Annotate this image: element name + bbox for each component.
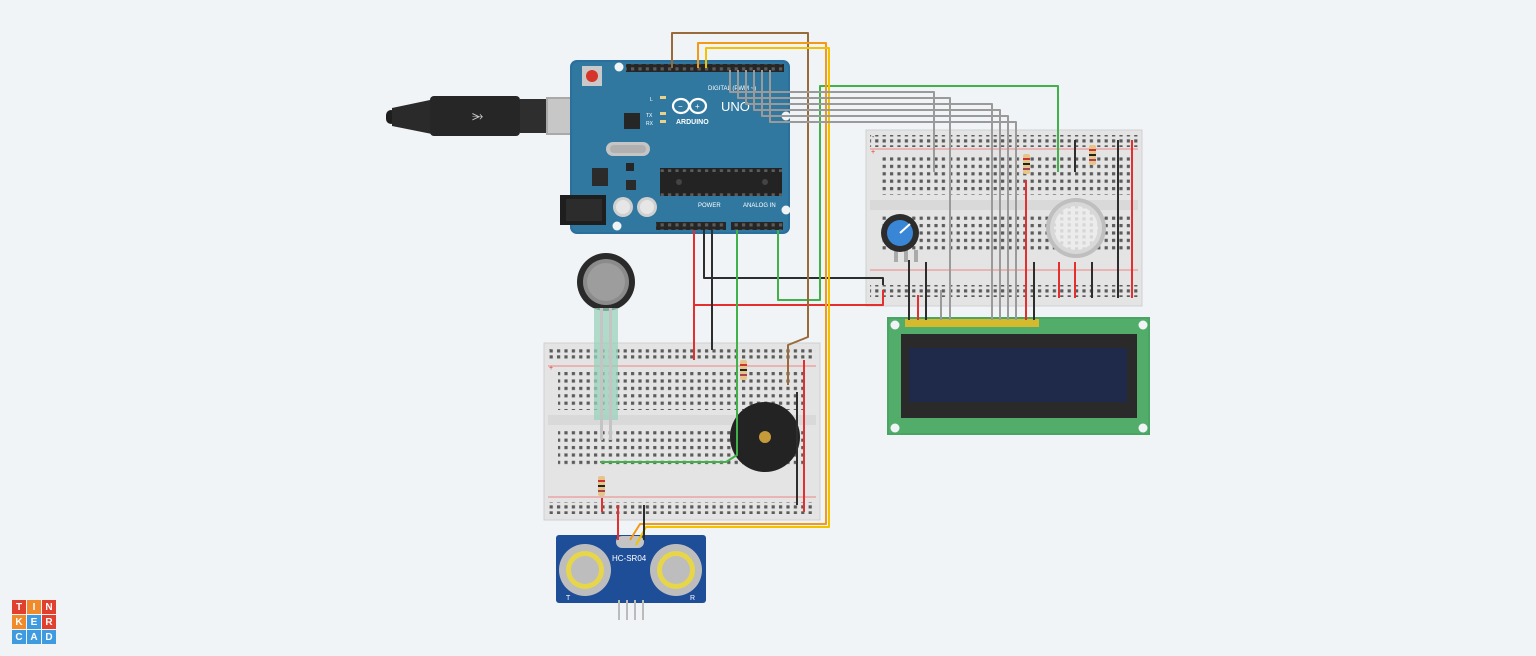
usb-cable[interactable]: ⭃: [386, 96, 602, 136]
svg-text:+: +: [695, 102, 700, 111]
logo-letter: I: [27, 600, 41, 614]
potentiometer[interactable]: [881, 214, 919, 262]
logo-letter: E: [27, 615, 41, 629]
logo-letter: A: [27, 630, 41, 644]
arduino-model-text: UNO: [721, 99, 750, 114]
tinkercad-logo: T I N K E R C A D: [12, 600, 56, 644]
power-label: POWER: [698, 203, 721, 209]
svg-text:−: −: [678, 102, 683, 111]
analog-label: ANALOG IN: [743, 203, 776, 209]
resistor-2[interactable]: [1089, 145, 1096, 165]
rail-minus-label: -: [872, 134, 875, 141]
lcd-16x2[interactable]: [887, 317, 1150, 435]
logo-letter: N: [42, 600, 56, 614]
ultrasonic-sensor-hc-sr04[interactable]: HC-SR04 T R: [556, 535, 706, 620]
digital-label: DIGITAL (PWM ~): [708, 86, 756, 92]
wires[interactable]: [600, 32, 1133, 546]
arduino-logo-text: ARDUINO: [676, 119, 709, 126]
rail-minus-label-left: -: [549, 347, 552, 354]
led-label-tx: TX: [646, 113, 653, 119]
arduino-logo-icon: − +: [671, 97, 708, 115]
rail-plus-label-left: +: [549, 365, 553, 372]
resistor-3[interactable]: [740, 360, 747, 380]
receiver-icon: [650, 544, 702, 596]
lcd-screen: [909, 348, 1127, 402]
gas-sensor[interactable]: [1046, 198, 1106, 258]
sensor-r-mark: R: [690, 595, 695, 602]
logo-letter: R: [42, 615, 56, 629]
resistor-4[interactable]: [598, 476, 605, 496]
logo-letter: D: [42, 630, 56, 644]
sensor-t-mark: T: [566, 595, 571, 602]
arduino-uno-board[interactable]: DIGITAL (PWM ~) − + ARDUINO UNO L TX RX: [560, 60, 791, 234]
svg-text:⭃: ⭃: [472, 108, 483, 124]
logo-letter: K: [12, 615, 26, 629]
transmitter-icon: [559, 544, 611, 596]
force-sensor[interactable]: [577, 253, 635, 440]
led-label-l: L: [650, 97, 653, 103]
piezo-buzzer[interactable]: [730, 402, 800, 472]
sensor-label: HC-SR04: [612, 554, 647, 563]
resistor-1[interactable]: [1023, 154, 1030, 174]
rail-plus-label: +: [871, 149, 875, 156]
logo-letter: T: [12, 600, 26, 614]
led-label-rx: RX: [646, 121, 654, 127]
logo-letter: C: [12, 630, 26, 644]
